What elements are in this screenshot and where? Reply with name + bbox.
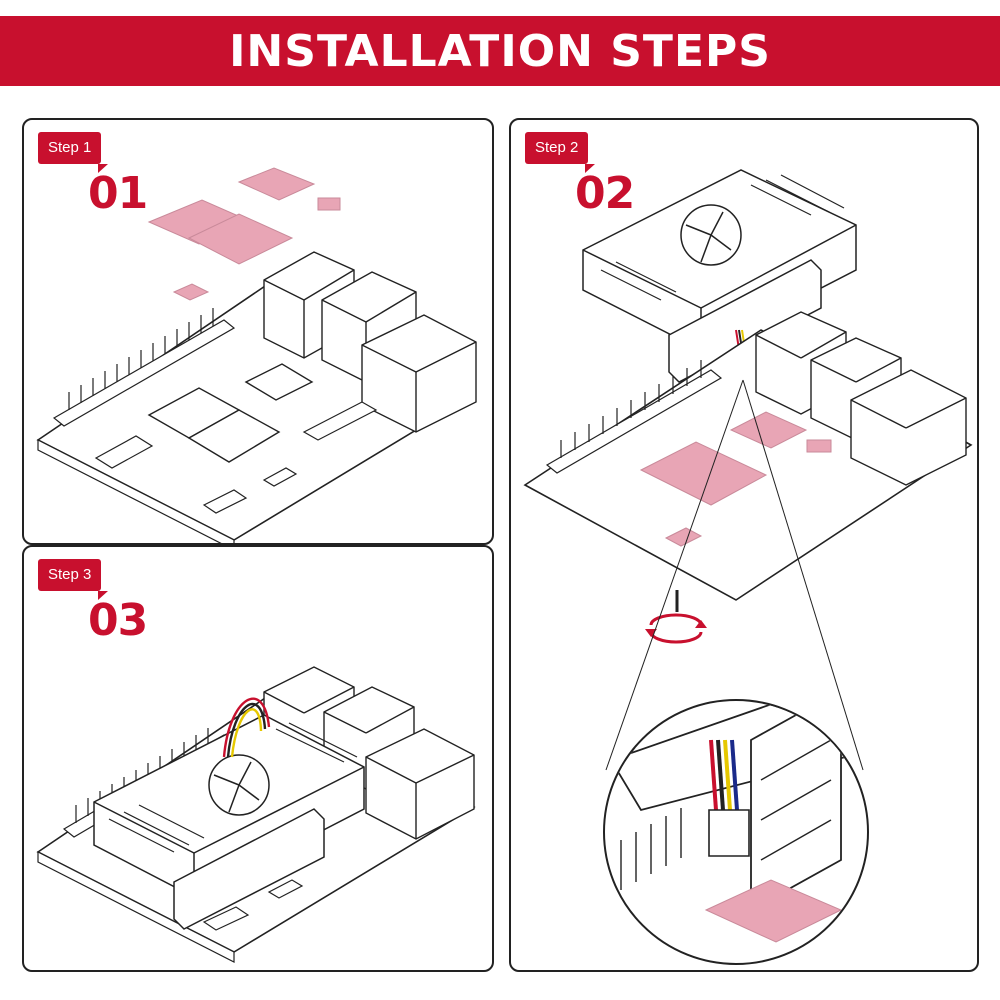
step-2-number: 02 [575, 168, 635, 219]
fan-cable [222, 697, 271, 758]
ethernet-port [361, 314, 477, 433]
heatsink-fins [108, 722, 358, 853]
ram-chip [187, 409, 281, 463]
step-1-number: 01 [88, 168, 148, 219]
heatsink-fins [600, 174, 845, 301]
step-1-tag: Step 1 [38, 132, 109, 173]
thermal-pads-applied [639, 411, 832, 547]
step-1-illustration [36, 167, 477, 543]
step-2-tag: Step 2 [525, 132, 596, 173]
rotate-arrow-icon [645, 613, 707, 644]
gpio-header [52, 308, 236, 427]
title-banner: INSTALLATION STEPS [0, 16, 1000, 86]
thermal-pads [147, 167, 341, 301]
page-title: INSTALLATION STEPS [229, 25, 771, 77]
zoom-lines [605, 379, 864, 771]
gpio-header [545, 360, 723, 474]
step-3-panel: Step 3 03 [22, 545, 494, 972]
heatsink-installed [93, 714, 365, 930]
zoom-detail [603, 699, 869, 965]
step-2-panel: Step 2 02 [509, 118, 979, 972]
usb-ports [263, 251, 417, 383]
step-1-panel: Step 1 01 [22, 118, 494, 545]
heatsink-fan [582, 169, 857, 383]
step-3-illustration [36, 666, 476, 963]
step-3-tag: Step 3 [38, 559, 109, 600]
step-2-illustration [523, 169, 973, 965]
usb-ports [755, 311, 967, 486]
step-3-number: 03 [88, 595, 148, 646]
